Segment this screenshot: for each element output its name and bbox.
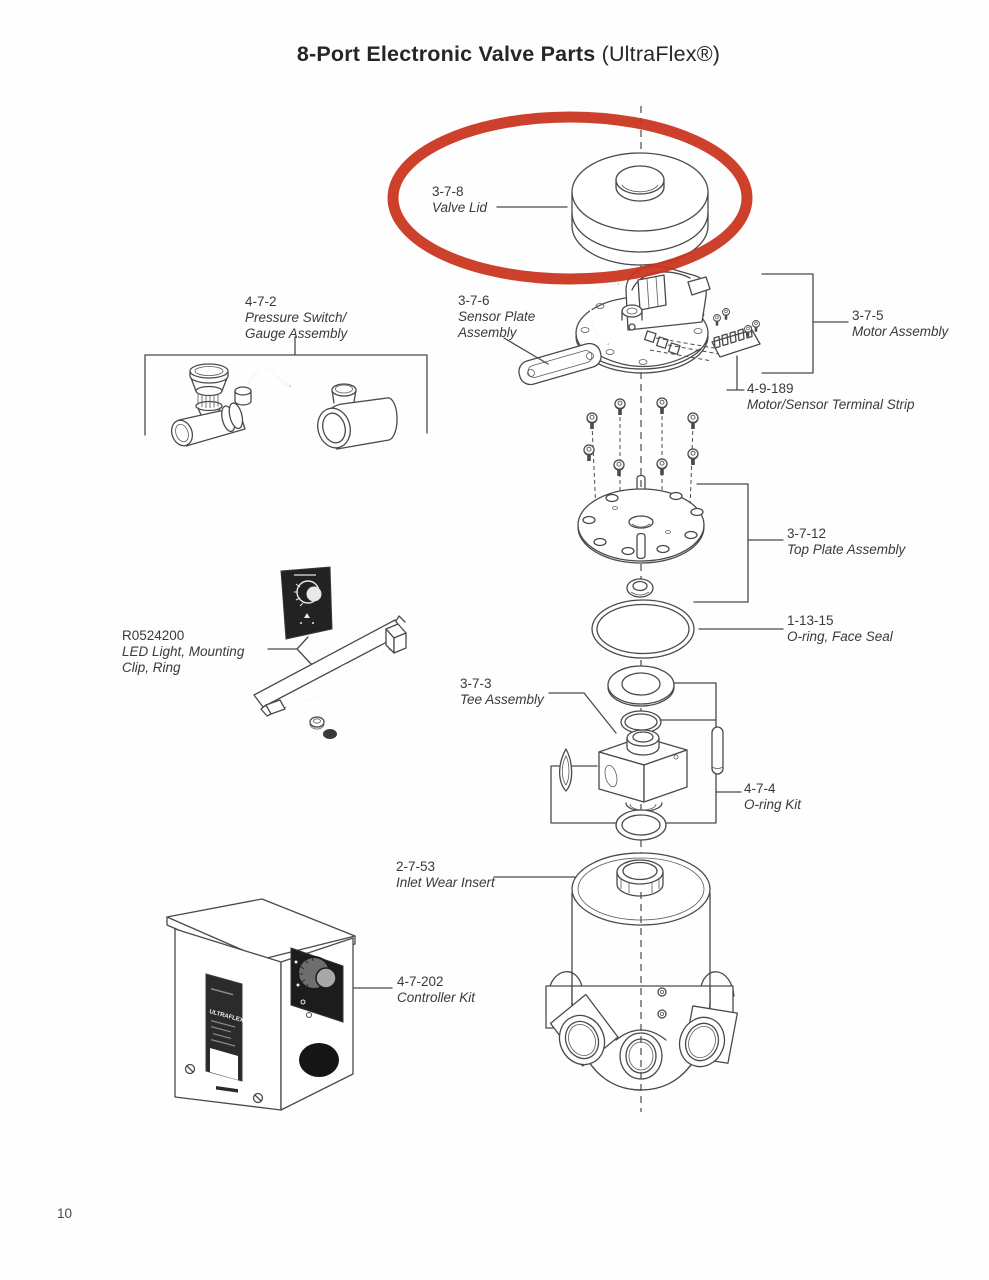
top-plate-drawing [577,474,784,603]
valve-body-drawing [493,852,739,1112]
label-controller-kit: 4-7-202 Controller Kit [397,974,475,1006]
part-name: O-ring Kit [744,797,802,812]
part-number: 2-7-53 [396,859,436,874]
label-tee-assembly: 3-7-3 Tee Assembly [460,676,544,708]
page-title-main: 8-Port Electronic Valve Parts [296,42,596,66]
part-name: LED Light, Mounting [122,644,245,659]
page-title-suffix: (UltraFlex®) [595,42,721,66]
label-motor-assembly: 3-7-5 Motor Assembly [852,308,948,340]
tee-assembly-drawing [548,692,688,812]
part-name: Motor/Sensor Terminal Strip [747,397,915,412]
oring-kit-bracket [550,682,742,824]
part-name: Clip, Ring [122,660,181,675]
bottom-oring-drawing [615,809,667,841]
seal-rings-drawing [607,665,675,734]
part-number: 3-7-3 [460,676,492,691]
label-led-light: R0524200 LED Light, Mounting Clip, Ring [122,628,244,676]
part-number: 4-7-4 [744,781,776,796]
highlight-ellipse [387,111,753,285]
part-number: 4-9-189 [747,381,794,396]
label-valve-lid: 3-7-8 Valve Lid [432,184,487,216]
part-name: Gauge Assembly [245,326,348,341]
label-oring-kit: 4-7-4 O-ring Kit [744,781,801,813]
page-number: 10 [57,1206,73,1221]
face-seal-drawing [591,599,784,659]
part-name: Sensor Plate [458,309,536,324]
part-name: Assembly [458,325,517,340]
label-face-seal: 1-13-15 O-ring, Face Seal [787,613,893,645]
pressure-switch-drawing [144,336,428,450]
part-number: 4-7-202 [397,974,444,989]
part-number: 3-7-12 [787,526,827,541]
label-terminal-strip: 4-9-189 Motor/Sensor Terminal Strip [747,381,915,413]
part-name: Top Plate Assembly [787,542,906,557]
part-name: Tee Assembly [460,692,544,707]
label-inlet-insert: 2-7-53 Inlet Wear Insert [396,859,495,891]
part-number: 3-7-6 [458,293,490,308]
label-sensor-plate: 3-7-6 Sensor Plate Assembly [458,293,535,341]
part-number: 3-7-5 [852,308,884,323]
led-light-drawing [253,566,407,739]
page-title: 8-Port Electronic Valve Parts (UltraFlex… [14,42,989,67]
part-name: Motor Assembly [852,324,949,339]
part-name: Valve Lid [432,200,488,215]
part-name: Controller Kit [397,990,476,1005]
valve-lid-drawing [496,152,709,266]
part-number: R0524200 [122,628,185,643]
part-number: 1-13-15 [787,613,834,628]
label-pressure-switch: 4-7-2 Pressure Switch/ Gauge Assembly [245,294,347,342]
label-top-plate: 3-7-12 Top Plate Assembly [787,526,905,558]
motor-assembly-drawing [503,265,849,391]
part-number: 3-7-8 [432,184,464,199]
part-name: Pressure Switch/ [245,310,347,325]
top-plate-screws [582,396,700,513]
part-name: Inlet Wear Insert [396,875,495,890]
part-number: 4-7-2 [245,294,277,309]
controller-drawing: ULTRAFLEX [166,898,393,1111]
part-name: O-ring, Face Seal [787,629,893,644]
